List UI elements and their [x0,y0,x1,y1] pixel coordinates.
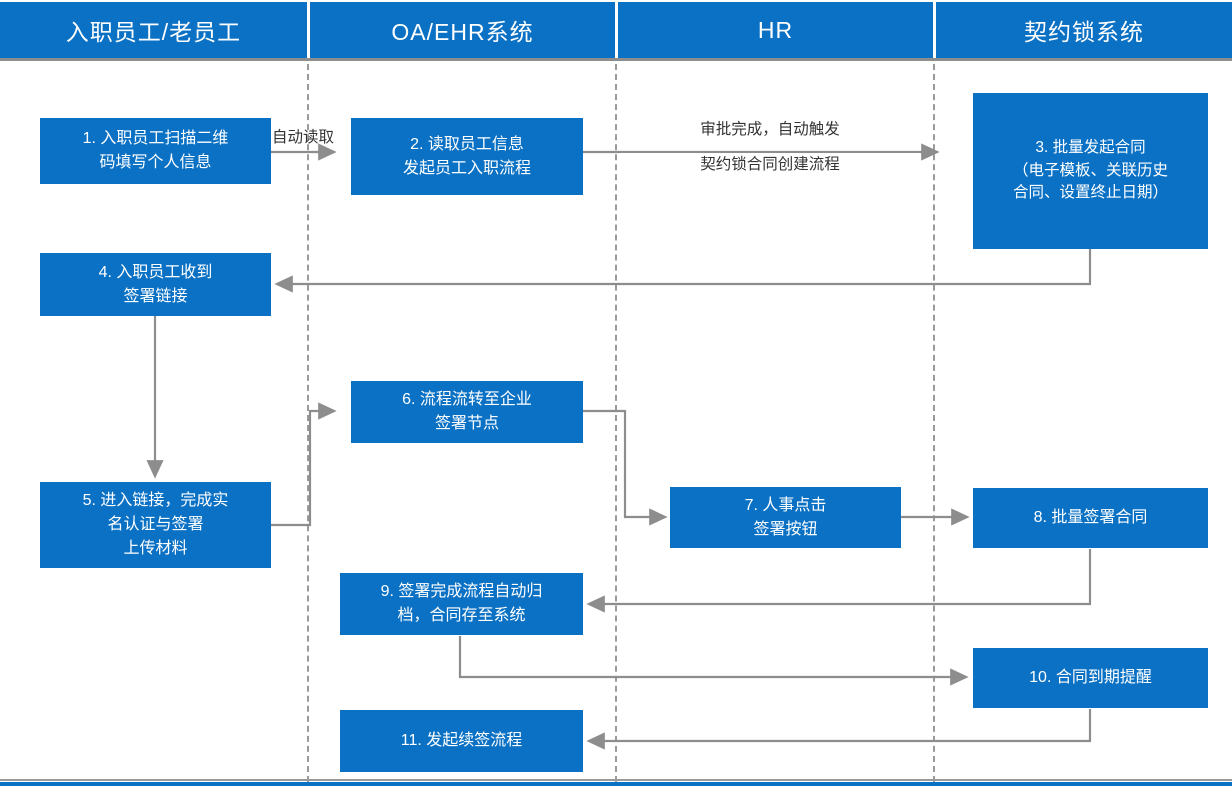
lane-header-hr: HR [618,2,933,58]
lane-separator-1 [307,64,309,782]
edge-label-approval-line-2: 契约锁合同创建流程 [620,153,920,177]
footer-blue-rule [0,782,1232,786]
node-1-scan-qr[interactable]: 1. 入职员工扫描二维 码填写个人信息 [40,118,271,184]
edge-6-to-7 [583,409,668,526]
edge-label-approval-line-1: 审批完成，自动触发 [620,118,920,142]
node-3-line-2: （电子模板、关联历史 [1012,161,1168,179]
edge-3-to-4 [274,249,1092,293]
node-9-line-1: 9. 签署完成流程自动归 [380,583,543,600]
node-6-flow-to-company-sign[interactable]: 6. 流程流转至企业 签署节点 [351,381,583,443]
lane-header-qiyuesuo: 契约锁系统 [936,2,1232,58]
edge-label-auto-read: 自动读取 [271,126,335,149]
node-10-line-1: 10. 合同到期提醒 [1029,669,1152,686]
lane-header-label: 契约锁系统 [1024,19,1144,45]
node-8-batch-sign-contract[interactable]: 8. 批量签署合同 [973,488,1208,548]
lane-header-label: 入职员工/老员工 [65,19,242,45]
node-1-line-1: 1. 入职员工扫描二维 [82,130,229,147]
lane-header-label: HR [757,16,794,43]
lane-separator-2 [615,64,617,782]
node-7-line-2: 签署按钮 [753,520,818,538]
node-9-auto-archive[interactable]: 9. 签署完成流程自动归 档，合同存至系统 [340,573,583,635]
node-5-line-3: 上传材料 [123,540,188,557]
edge-8-to-9 [586,549,1092,613]
node-5-line-2: 名认证与签署 [107,516,204,533]
node-10-contract-expiry-reminder[interactable]: 10. 合同到期提醒 [973,648,1208,708]
node-2-line-1: 2. 读取员工信息 [410,135,524,153]
node-11-renew-process[interactable]: 11. 发起续签流程 [340,710,583,772]
node-6-line-2: 签署节点 [434,415,499,432]
node-2-read-employee-info[interactable]: 2. 读取员工信息 发起员工入职流程 [351,118,583,195]
node-3-batch-create-contract[interactable]: 3. 批量发起合同 （电子模板、关联历史 合同、设置终止日期） [973,93,1208,249]
lane-header-oa-ehr: OA/EHR系统 [310,2,615,58]
node-1-line-2: 码填写个人信息 [99,154,212,171]
header-underline-divider [0,58,1232,61]
node-6-line-1: 6. 流程流转至企业 [402,391,532,408]
edge-label-auto-read-text: 自动读取 [271,129,334,146]
edge-9-to-10 [458,636,969,686]
node-3-line-3: 合同、设置终止日期） [1012,184,1168,202]
lane-separator-3 [933,64,935,782]
node-9-line-2: 档，合同存至系统 [397,607,526,624]
node-2-line-2: 发起员工入职流程 [402,159,531,177]
node-8-line-1: 8. 批量签署合同 [1033,509,1148,526]
node-3-line-1: 3. 批量发起合同 [1035,139,1146,157]
lane-header-employee: 入职员工/老员工 [0,2,307,58]
lane-header-label: OA/EHR系统 [391,19,534,45]
node-4-line-2: 签署链接 [123,287,188,305]
node-11-line-1: 11. 发起续签流程 [400,732,523,749]
node-7-line-1: 7. 人事点击 [744,496,827,514]
edge-10-to-11 [586,709,1092,750]
node-5-line-1: 5. 进入链接，完成实 [82,492,229,509]
node-4-line-1: 4. 入职员工收到 [98,263,213,281]
edge-5-to-6 [271,402,337,527]
node-4-receive-sign-link[interactable]: 4. 入职员工收到 签署链接 [40,253,271,316]
node-7-hr-click-sign[interactable]: 7. 人事点击 签署按钮 [670,487,901,548]
edge-label-approval-trigger: 审批完成，自动触发 契约锁合同创建流程 [620,118,920,177]
node-5-verify-and-sign[interactable]: 5. 进入链接，完成实 名认证与签署 上传材料 [40,482,271,568]
